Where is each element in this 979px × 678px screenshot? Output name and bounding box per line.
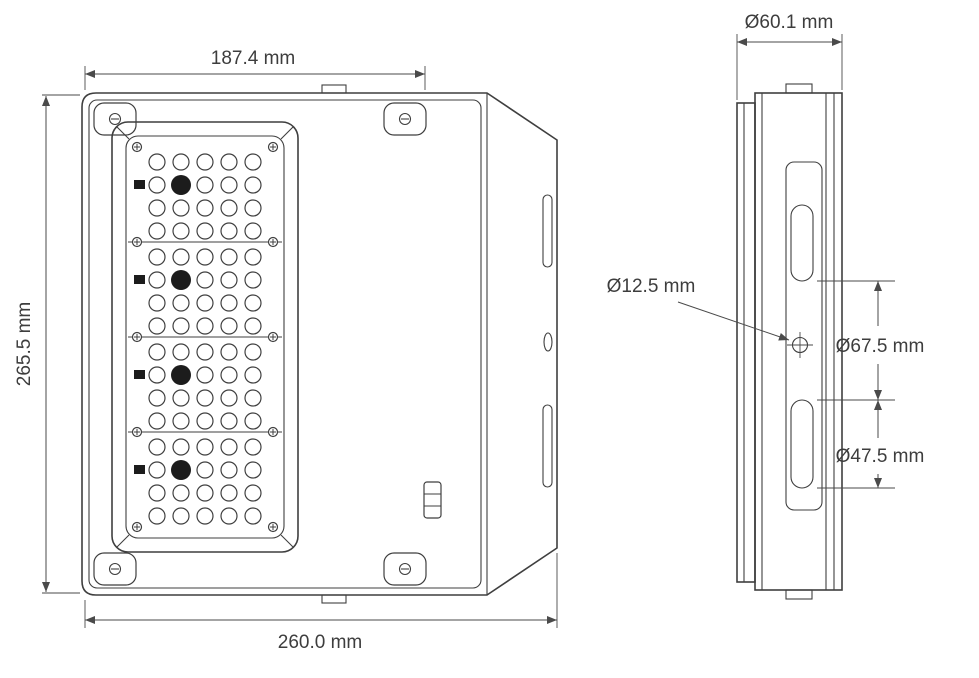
dimensions: 187.4 mm 265.5 mm 260.0 mm Ø60.1 mm Ø12.…	[14, 12, 924, 653]
dim-slot-span: Ø67.5 mm	[817, 280, 925, 401]
dim-depth-label: Ø60.1 mm	[745, 12, 834, 33]
dim-slot-length: Ø47.5 mm	[817, 400, 925, 489]
side-front-plate	[736, 102, 756, 583]
vent-slot-upper	[542, 194, 553, 268]
bezel-inner-line	[88, 99, 482, 589]
dim-slot-span-label: Ø67.5 mm	[836, 336, 925, 357]
corner-bracket-top-right	[383, 102, 427, 136]
dim-width: 260.0 mm	[84, 553, 558, 653]
vent-slot-lower	[542, 404, 553, 488]
dim-depth: Ø60.1 mm	[736, 12, 843, 100]
led-array	[134, 153, 262, 525]
bracket-slot-lower	[790, 399, 814, 489]
panel-corner-bevels	[116, 126, 294, 548]
bracket-slot-upper	[790, 204, 814, 282]
corner-bracket-bottom-right	[383, 552, 427, 586]
vent-oval	[543, 332, 553, 352]
dim-height: 265.5 mm	[14, 94, 80, 594]
dim-width-label: 260.0 mm	[278, 632, 362, 653]
front-housing-outline	[81, 92, 558, 596]
side-view	[736, 83, 843, 600]
dim-slot-length-label: Ø47.5 mm	[836, 446, 925, 467]
side-mounting-tab-top	[785, 83, 813, 94]
side-mounting-tab-bottom	[785, 589, 813, 600]
mounting-tab-top	[321, 84, 347, 94]
corner-bracket-top-left	[93, 102, 137, 136]
side-body	[754, 92, 843, 591]
dim-mounting-hole-label: Ø12.5 mm	[607, 276, 696, 297]
latch	[423, 481, 442, 519]
corner-bracket-bottom-left	[93, 552, 137, 586]
led-panel-inner-frame	[125, 135, 285, 539]
led-panel-outer-frame	[111, 121, 299, 553]
module-separators	[128, 241, 282, 433]
dim-panel-width: 187.4 mm	[84, 48, 426, 90]
dim-panel-width-label: 187.4 mm	[211, 48, 295, 69]
mounting-hole	[787, 332, 813, 358]
front-view	[81, 84, 558, 604]
dim-height-label: 265.5 mm	[14, 302, 35, 386]
panel-screws	[131, 141, 279, 533]
side-back-lines	[761, 93, 835, 590]
dim-mounting-hole: Ø12.5 mm	[607, 276, 790, 341]
mounting-tab-bottom	[321, 594, 347, 604]
